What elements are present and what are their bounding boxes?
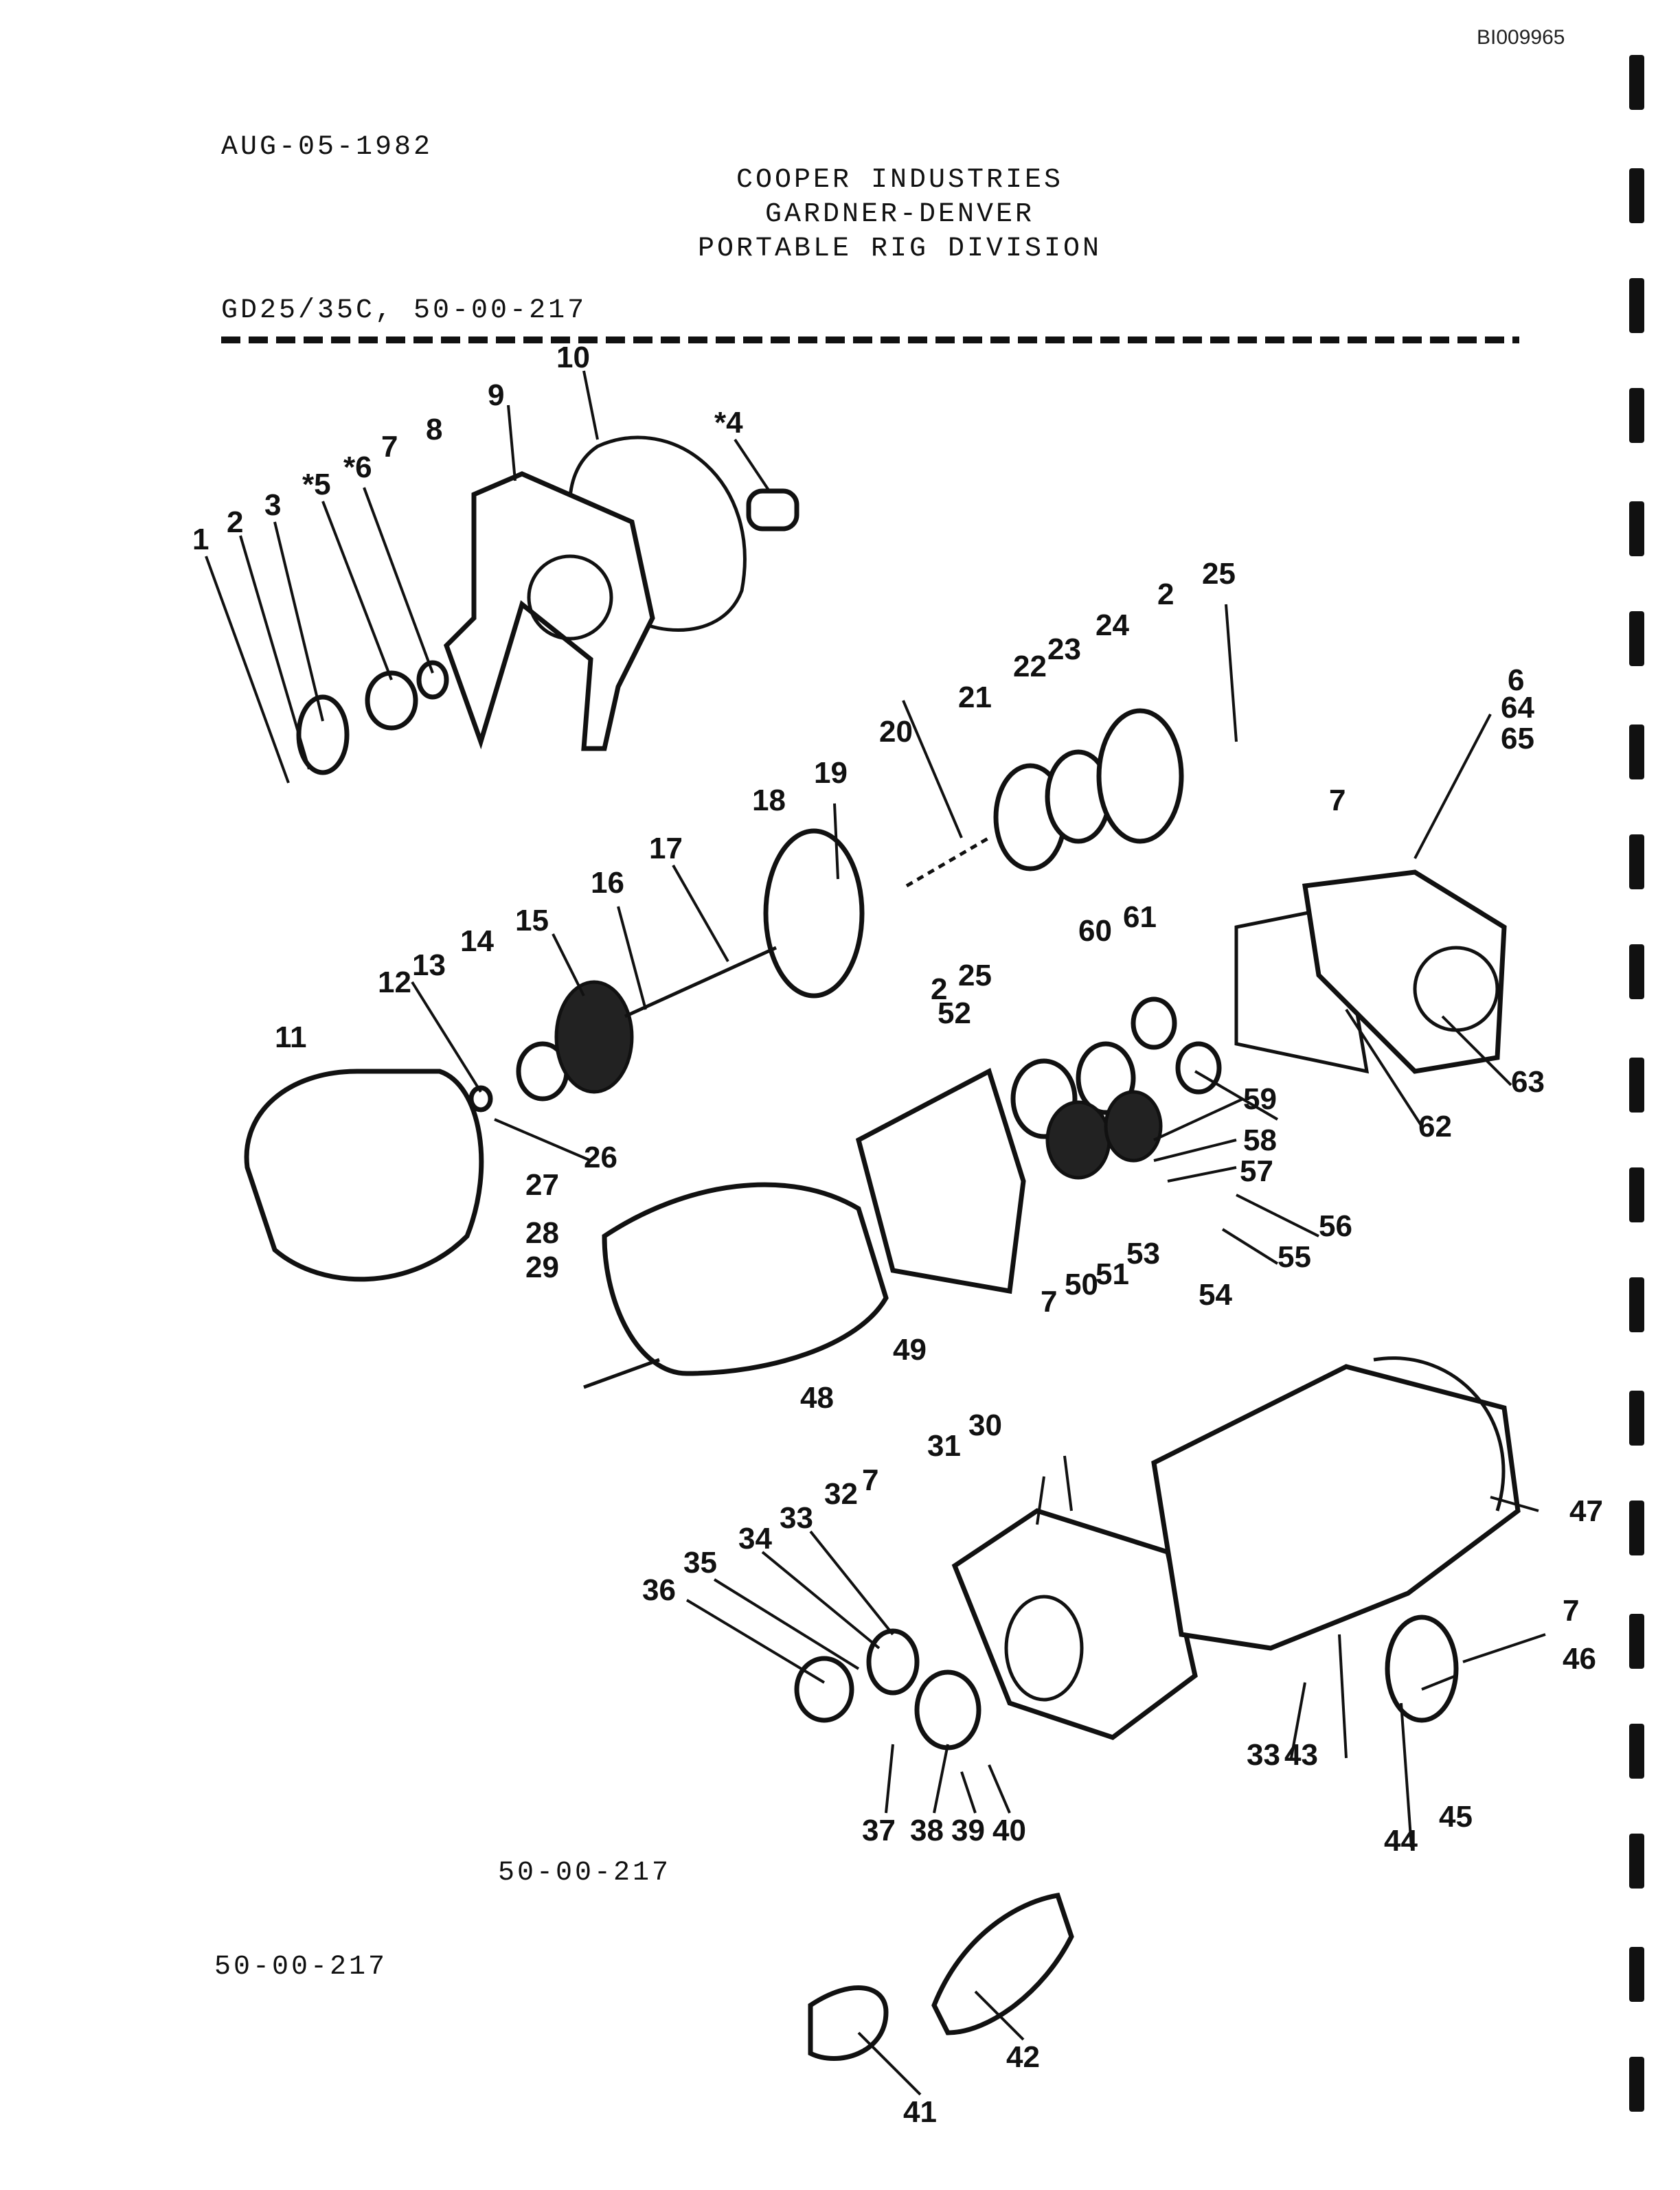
part-9-end-bracket xyxy=(443,471,655,751)
callout: 48 xyxy=(800,1381,834,1415)
callout: 35 xyxy=(683,1546,717,1579)
document-date: AUG-05-1982 xyxy=(221,132,433,163)
callout: *6 xyxy=(343,450,372,484)
callout: 33 xyxy=(780,1501,813,1535)
callout: 59 xyxy=(1243,1082,1277,1116)
parts-11-17-shaft-group xyxy=(244,946,777,1282)
callout: *5 xyxy=(302,468,331,501)
parts-1-6-small-group xyxy=(296,660,449,775)
figure-label: 50-00-217 xyxy=(498,1858,672,1889)
company-name: COOPER INDUSTRIES xyxy=(736,165,1064,196)
callout: 57 xyxy=(1240,1154,1273,1188)
part-4-bushing xyxy=(746,488,799,532)
callout: 64 xyxy=(1501,691,1534,725)
callout: 47 xyxy=(1569,1494,1603,1528)
callout: 49 xyxy=(893,1333,927,1367)
callout: 12 xyxy=(378,966,411,999)
callout: 37 xyxy=(862,1814,896,1847)
callout: 58 xyxy=(1243,1123,1277,1157)
callout: 61 xyxy=(1123,900,1157,934)
callout: 54 xyxy=(1199,1278,1232,1312)
callout: 31 xyxy=(927,1429,961,1463)
callout: 36 xyxy=(642,1573,676,1607)
callout: 34 xyxy=(738,1522,772,1555)
callout: 17 xyxy=(649,832,683,865)
callout: 56 xyxy=(1319,1209,1352,1243)
callout: 43 xyxy=(1284,1738,1318,1772)
callout: 19 xyxy=(814,756,848,790)
callout: 30 xyxy=(968,1408,1002,1442)
callout: 42 xyxy=(1006,2040,1040,2074)
callout: 22 xyxy=(1013,650,1047,683)
callout: 11 xyxy=(275,1020,307,1054)
callout: 25 xyxy=(958,959,992,992)
division-subtitle: PORTABLE RIG DIVISION xyxy=(697,233,1102,264)
callout: 51 xyxy=(1096,1257,1129,1291)
callout: 2 xyxy=(1157,578,1174,611)
callout: 18 xyxy=(752,784,786,817)
division-name: GARDNER-DENVER xyxy=(764,199,1035,230)
callout: 13 xyxy=(412,948,446,982)
callout: 8 xyxy=(426,413,442,446)
callout: 60 xyxy=(1078,914,1112,948)
callout: 1 xyxy=(192,523,209,556)
callout: 38 xyxy=(910,1814,944,1847)
callout: 39 xyxy=(951,1814,985,1847)
callout: 45 xyxy=(1439,1800,1473,1834)
callout: 20 xyxy=(879,715,913,749)
callout: 7 xyxy=(1329,784,1346,817)
callout: 29 xyxy=(525,1251,559,1284)
page-label: 50-00-217 xyxy=(214,1952,388,1983)
callout: 28 xyxy=(525,1216,559,1250)
callout: 6 xyxy=(1508,663,1524,697)
callout: 7 xyxy=(862,1463,878,1497)
callout: 3 xyxy=(264,488,281,522)
parts-30-47-main-case xyxy=(794,1356,1521,2061)
callout: 16 xyxy=(591,866,624,900)
callout: 40 xyxy=(992,1814,1026,1847)
callout: 2 xyxy=(931,972,947,1006)
callout: 26 xyxy=(584,1141,617,1174)
callout: 55 xyxy=(1278,1240,1311,1274)
callout: 50 xyxy=(1065,1268,1098,1301)
callout: 23 xyxy=(1047,632,1081,666)
parts-62-63-housing xyxy=(1234,869,1507,1074)
model-number: GD25/35C, 50-00-217 xyxy=(221,295,587,326)
callout: 7 xyxy=(1563,1594,1579,1628)
callout: 10 xyxy=(556,341,590,374)
document-id: BI009965 xyxy=(1477,26,1565,49)
header-dashed-rule xyxy=(221,337,1519,343)
callout-labels: 1 2 3 *5 *6 7 8 9 10 *4 25 2 24 23 22 21… xyxy=(192,341,1603,2129)
callout: 27 xyxy=(525,1168,559,1202)
binding-edge-marks xyxy=(1629,55,1644,2112)
callout: 7 xyxy=(381,430,398,464)
parts-52-61-bearing-group xyxy=(1010,996,1222,1180)
callout: 52 xyxy=(938,996,971,1030)
callout: *4 xyxy=(714,406,743,440)
callout: 33 xyxy=(1247,1738,1280,1772)
company-header: COOPER INDUSTRIES GARDNER-DENVER PORTABL… xyxy=(618,163,1181,266)
callout: 63 xyxy=(1511,1065,1545,1099)
callout: 2 xyxy=(227,505,243,539)
callout: 15 xyxy=(515,904,549,937)
callout: 46 xyxy=(1563,1642,1596,1676)
callout: 62 xyxy=(1418,1110,1452,1143)
callout: 41 xyxy=(903,2095,937,2129)
callout: 14 xyxy=(460,924,494,958)
callout: 21 xyxy=(958,681,992,714)
callout: 44 xyxy=(1384,1824,1418,1858)
callout-leaders xyxy=(205,370,1546,2096)
callout: 53 xyxy=(1126,1237,1160,1270)
callout: 9 xyxy=(488,378,504,412)
callout: 25 xyxy=(1202,557,1236,591)
parts-18-24-cover-group xyxy=(763,708,1184,999)
callout: 7 xyxy=(1041,1285,1057,1319)
parts-48-49-rotor-endplate xyxy=(583,1067,1026,1389)
callout: 32 xyxy=(824,1477,858,1511)
callout: 24 xyxy=(1096,608,1129,642)
callout: 65 xyxy=(1501,722,1534,755)
